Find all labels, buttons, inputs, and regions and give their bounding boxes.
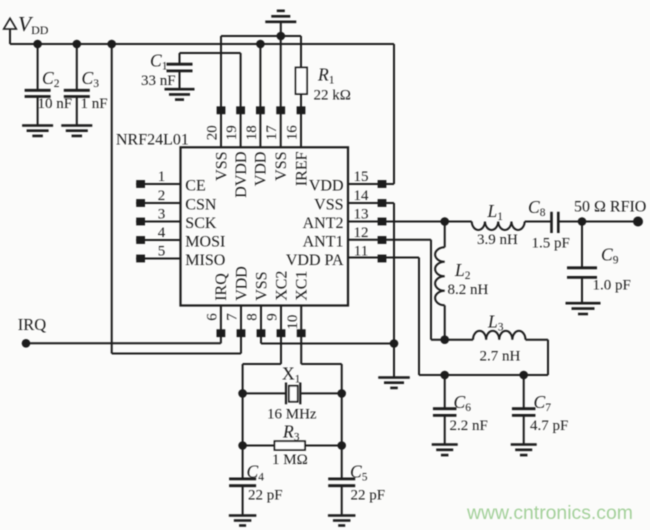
- svg-text:VSS: VSS: [213, 152, 230, 181]
- svg-text:7: 7: [225, 313, 241, 321]
- svg-text:ANT2: ANT2: [303, 215, 344, 232]
- svg-text:DVDD: DVDD: [233, 152, 250, 198]
- svg-text:6: 6: [205, 313, 221, 321]
- svg-text:ANT1: ANT1: [303, 234, 344, 251]
- svg-text:22 kΩ: 22 kΩ: [314, 88, 351, 104]
- svg-text:20: 20: [204, 125, 220, 140]
- svg-text:XC1: XC1: [294, 271, 311, 301]
- svg-text:MOSI: MOSI: [185, 234, 225, 251]
- svg-text:16 MHz: 16 MHz: [267, 407, 317, 423]
- svg-text:11: 11: [354, 244, 368, 260]
- svg-text:VDD PA: VDD PA: [286, 252, 344, 269]
- svg-text:NRF24L01: NRF24L01: [116, 132, 189, 149]
- svg-text:VSS: VSS: [273, 152, 290, 181]
- svg-text:8: 8: [245, 313, 261, 321]
- svg-text:VSS: VSS: [314, 197, 343, 214]
- svg-text:1 nF: 1 nF: [81, 96, 108, 112]
- svg-text:SCK: SCK: [185, 215, 217, 232]
- svg-text:12: 12: [354, 225, 369, 241]
- svg-text:2.2 nF: 2.2 nF: [450, 418, 488, 434]
- svg-text:17: 17: [264, 125, 280, 141]
- svg-text:1 MΩ: 1 MΩ: [272, 452, 308, 468]
- svg-text:2.7 nH: 2.7 nH: [480, 349, 521, 365]
- svg-text:4: 4: [158, 225, 166, 241]
- svg-text:VDD: VDD: [309, 178, 344, 195]
- svg-text:3: 3: [158, 207, 166, 223]
- svg-text:9: 9: [265, 313, 281, 321]
- svg-text:VDD: VDD: [233, 266, 250, 301]
- svg-text:3.9 nH: 3.9 nH: [477, 232, 518, 248]
- svg-text:1: 1: [158, 169, 166, 185]
- svg-text:MISO: MISO: [185, 252, 225, 269]
- svg-text:VDD: VDD: [253, 152, 270, 187]
- svg-text:XC2: XC2: [273, 271, 290, 301]
- svg-text:10 nF: 10 nF: [38, 96, 73, 112]
- svg-text:8.2 nH: 8.2 nH: [448, 282, 489, 298]
- svg-text:50 Ω RFIO: 50 Ω RFIO: [574, 199, 646, 216]
- svg-text:4.7 pF: 4.7 pF: [530, 418, 568, 434]
- svg-text:IRQ: IRQ: [18, 315, 47, 334]
- svg-text:19: 19: [224, 125, 240, 140]
- svg-text:1.5 pF: 1.5 pF: [532, 236, 570, 252]
- svg-text:22 pF: 22 pF: [351, 488, 386, 504]
- svg-text:18: 18: [244, 125, 260, 140]
- svg-text:CE: CE: [185, 178, 205, 195]
- svg-text:10: 10: [285, 315, 301, 330]
- svg-text:14: 14: [354, 188, 370, 204]
- svg-text:2: 2: [158, 188, 166, 204]
- svg-text:www.cntronics.com: www.cntronics.com: [466, 502, 633, 524]
- svg-text:22 pF: 22 pF: [248, 488, 283, 504]
- svg-text:15: 15: [354, 169, 369, 185]
- svg-text:1.0 pF: 1.0 pF: [593, 278, 631, 294]
- svg-text:IREF: IREF: [293, 151, 310, 186]
- svg-text:CSN: CSN: [185, 197, 217, 214]
- svg-text:13: 13: [354, 207, 369, 223]
- svg-text:VSS: VSS: [253, 271, 270, 300]
- svg-text:5: 5: [158, 244, 166, 260]
- svg-text:16: 16: [284, 125, 300, 141]
- svg-text:IRQ: IRQ: [213, 273, 230, 301]
- svg-text:33 nF: 33 nF: [141, 73, 176, 89]
